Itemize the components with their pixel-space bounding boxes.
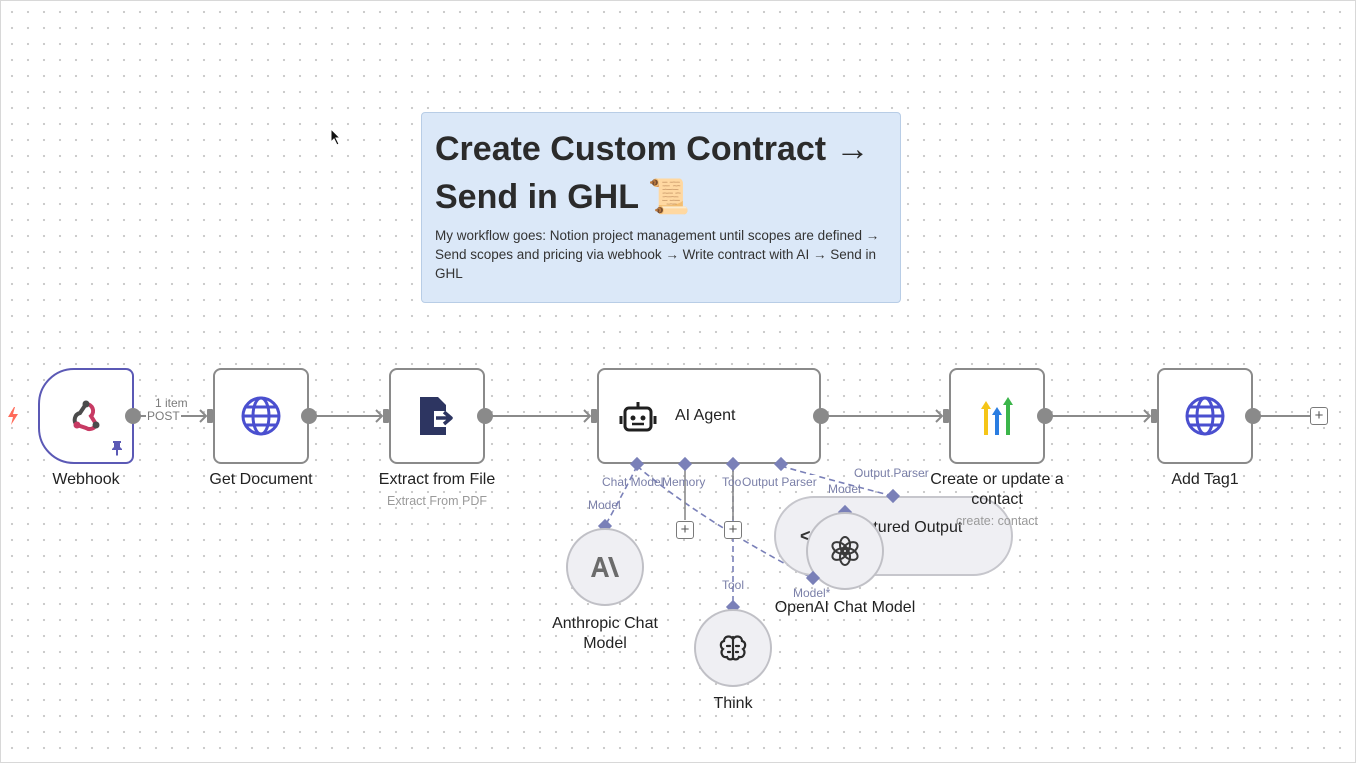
ai-agent-node[interactable]: AI Agent: [597, 368, 821, 464]
globe-icon: [1185, 396, 1225, 436]
openai-icon: [831, 536, 859, 566]
ai-agent-label: AI Agent: [675, 407, 736, 424]
edge-chatmodel-openai: [636, 465, 813, 579]
memory-input-label: Memory: [662, 475, 706, 489]
anthropic-icon: [591, 557, 619, 577]
tool-input-label: Tool: [722, 475, 745, 489]
ghl-logo-icon: [981, 397, 1013, 435]
anthropic-chat-model-node[interactable]: [566, 528, 644, 606]
edge-outputparser-structured: [780, 465, 894, 497]
get-document-node[interactable]: [213, 368, 309, 464]
add-next-node-button[interactable]: +: [1310, 407, 1328, 425]
edge-chatmodel-anthropic: [604, 465, 638, 527]
think-label: Think: [713, 695, 753, 712]
webhook-icon: [72, 400, 100, 432]
edge-item-count: 1 item: [155, 396, 188, 410]
output-parser-input-label: Output Parser: [742, 475, 817, 489]
sticky-note[interactable]: Create Custom Contract → Send in GHL 📜 M…: [421, 112, 901, 303]
extract-input-handle[interactable]: [383, 409, 389, 423]
add-tool-button[interactable]: +: [724, 521, 742, 539]
add-tag-node[interactable]: [1157, 368, 1253, 464]
extract-from-file-node[interactable]: [389, 368, 485, 464]
webhook-output-handle[interactable]: [125, 408, 141, 424]
addtag-input-handle[interactable]: [1151, 409, 1157, 423]
add-tag-label: Add Tag1: [1171, 471, 1239, 488]
extract-from-file-label: Extract from File: [378, 471, 496, 488]
trigger-bolt-icon: [8, 407, 18, 425]
robot-icon: [619, 402, 657, 432]
parser-model-label: Model: [828, 482, 861, 496]
webhook-label: Webhook: [52, 471, 120, 488]
ghl-contact-node[interactable]: [949, 368, 1045, 464]
anthropic-chat-model-label: Anthropic Chat Model: [552, 615, 658, 652]
agent-input-handle[interactable]: [591, 409, 597, 423]
extract-from-file-subtitle: Extract From PDF: [386, 494, 487, 508]
ghl-output-handle[interactable]: [1037, 408, 1053, 424]
get-document-label: Get Document: [209, 471, 313, 488]
getdoc-input-handle[interactable]: [207, 409, 213, 423]
add-memory-button[interactable]: +: [676, 521, 694, 539]
edge-method: POST: [146, 409, 181, 423]
globe-icon: [241, 396, 281, 436]
parser-icon: <: [800, 526, 811, 546]
addtag-output-handle[interactable]: [1245, 408, 1261, 424]
openai-model-label: Model*: [793, 586, 831, 600]
ghl-input-handle[interactable]: [943, 409, 949, 423]
openai-chat-model-label: OpenAI Chat Model: [774, 599, 916, 616]
extract-output-handle[interactable]: [477, 408, 493, 424]
parser-output-label: Output Parser: [854, 466, 929, 480]
ghl-contact-subtitle: create: contact: [956, 514, 1038, 528]
chat-model-input-label: Chat Model: [602, 475, 664, 489]
ghl-contact-label: Create or update a contact: [930, 471, 1064, 508]
extract-file-icon: [420, 397, 453, 435]
agent-output-handle[interactable]: [813, 408, 829, 424]
sticky-body: My workflow goes: Notion project managem…: [435, 228, 880, 281]
anthropic-model-label: Model: [588, 498, 621, 512]
think-tool-label: Tool: [722, 578, 745, 592]
sticky-title: Create Custom Contract → Send in GHL 📜: [435, 130, 870, 216]
pin-icon[interactable]: [110, 440, 124, 456]
webhook-node[interactable]: [38, 368, 134, 464]
brain-icon: [719, 635, 747, 661]
think-node[interactable]: [694, 609, 772, 687]
mouse-cursor-icon: [330, 128, 342, 146]
getdoc-output-handle[interactable]: [301, 408, 317, 424]
